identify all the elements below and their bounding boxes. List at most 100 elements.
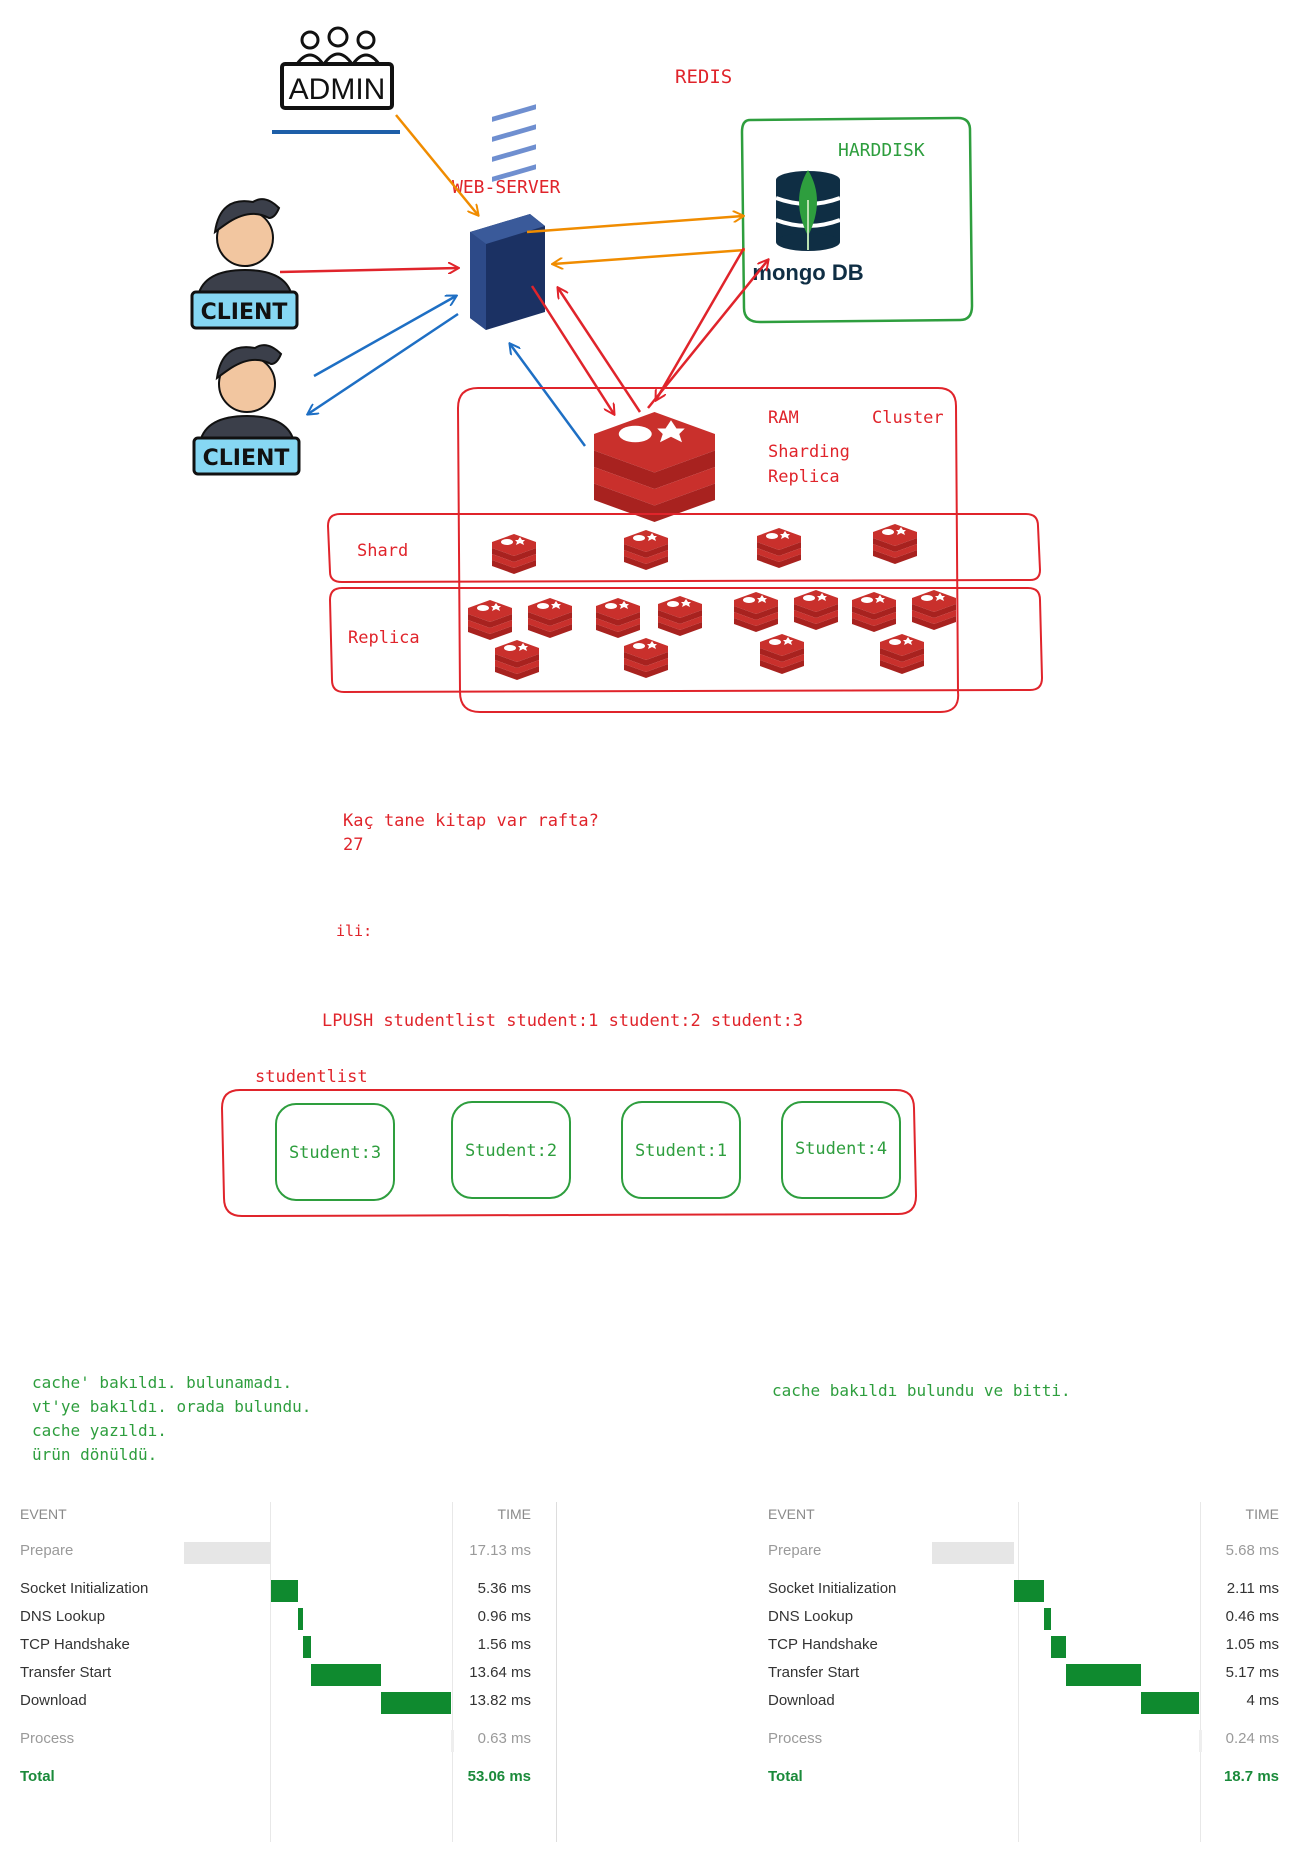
redis-replica-icon [528,598,572,638]
server-icon [470,104,545,330]
student-item: Student:1 [635,1141,727,1161]
timeline-bar [303,1636,312,1658]
timing-row: TCP Handshake 1.05 ms [748,1636,1293,1660]
client-label: CLIENT [201,300,288,325]
event-label: Socket Initialization [768,1580,897,1597]
total-time: 53.06 ms [467,1768,531,1785]
panel-divider [270,1502,271,1842]
redis-shard-icon [757,528,801,568]
event-time: 0.46 ms [1225,1608,1279,1625]
panel-divider [452,1502,453,1842]
event-label: Process [20,1730,75,1747]
time-header: TIME [1245,1506,1279,1522]
redis-replica-icon [495,640,539,680]
redis-replica-icon [794,590,838,630]
web-server-label: WEB-SERVER [452,177,561,198]
harddisk-label: HARDDISK [838,140,925,161]
event-label: Process [768,1730,823,1747]
redis-replica-icon [734,592,778,632]
harddisk-box [740,116,974,324]
question-answer: 27 [343,835,363,855]
ili-label: ili: [336,922,372,940]
event-label: Download [20,1692,87,1709]
ram-cluster-box [456,387,960,713]
student-box [781,1101,901,1199]
timing-total-row: Total 18.7 ms [748,1768,1293,1792]
redis-replica-icon [760,634,804,674]
event-time: 2.11 ms [1226,1580,1279,1597]
redis-shard-icon [492,534,536,574]
timeline-bar [271,1580,299,1602]
student-item: Student:3 [289,1143,381,1163]
server-to-client-arrow [308,312,459,414]
panel-divider [556,1502,557,1842]
mongo-to-redis-arrow [656,247,746,400]
client-icon [190,198,299,330]
student-box [451,1101,571,1199]
event-label: Prepare [20,1542,74,1559]
total-time: 18.7 ms [1223,1768,1279,1785]
client-to-server-arrow [279,268,458,272]
note-left-line: ürün dönüldü. [32,1445,157,1464]
panel-divider [1018,1502,1019,1842]
timing-row: Prepare 17.13 ms [0,1542,545,1566]
event-time: 1.05 ms [1225,1636,1279,1653]
timing-row: Socket Initialization 2.11 ms [748,1580,1293,1604]
event-label: Transfer Start [768,1664,860,1681]
timeline-bar [298,1608,304,1630]
timeline-bar [184,1542,272,1564]
replica-label: Replica [768,467,840,487]
timeline-bar [1198,1730,1203,1752]
time-header: TIME [497,1506,531,1522]
total-label: Total [768,1768,803,1785]
timeline-bar [1044,1608,1052,1630]
event-label: TCP Handshake [768,1636,878,1653]
event-time: 0.96 ms [477,1608,531,1625]
student-box [621,1101,741,1199]
event-time: 5.36 ms [477,1580,531,1597]
event-time: 0.63 ms [477,1730,531,1747]
redis-to-server-arrow [558,288,642,413]
client-icon [192,344,301,476]
total-label: Total [20,1768,55,1785]
note-right: cache bakıldı bulundu ve bitti. [772,1381,1071,1400]
event-label: TCP Handshake [20,1636,130,1653]
redis-replica-icon [468,600,512,640]
event-time: 17.13 ms [469,1542,531,1559]
redis-shard-icon [873,524,917,564]
timing-total-row: Total 53.06 ms [0,1768,545,1792]
mongodb-icon [775,170,841,251]
timeline-bar [450,1730,455,1752]
event-label: Download [768,1692,835,1709]
question-line: Kaç tane kitap var rafta? [343,811,599,831]
shard-row-label: Shard [357,541,408,561]
redis-replica-icon [880,634,924,674]
student-item: Student:2 [465,1141,557,1161]
student-item: Student:4 [795,1139,887,1159]
shard-row-box [326,513,1042,584]
timeline-bar [1066,1664,1141,1686]
timeline-bar [1140,1692,1199,1714]
sharding-label: Sharding [768,442,850,462]
event-time: 5.17 ms [1225,1664,1279,1681]
timeline-bar [311,1664,381,1686]
timing-row: Transfer Start 5.17 ms [748,1664,1293,1688]
ram-label: RAM [768,408,799,428]
event-label: Transfer Start [20,1664,112,1681]
studentlist-label: studentlist [255,1067,368,1087]
redis-replica-icon [852,592,896,632]
client-label: CLIENT [203,446,290,471]
admin-to-server-arrow [395,114,478,215]
replica-row-box [328,587,1044,694]
redis-to-mongo-arrow [647,260,768,409]
